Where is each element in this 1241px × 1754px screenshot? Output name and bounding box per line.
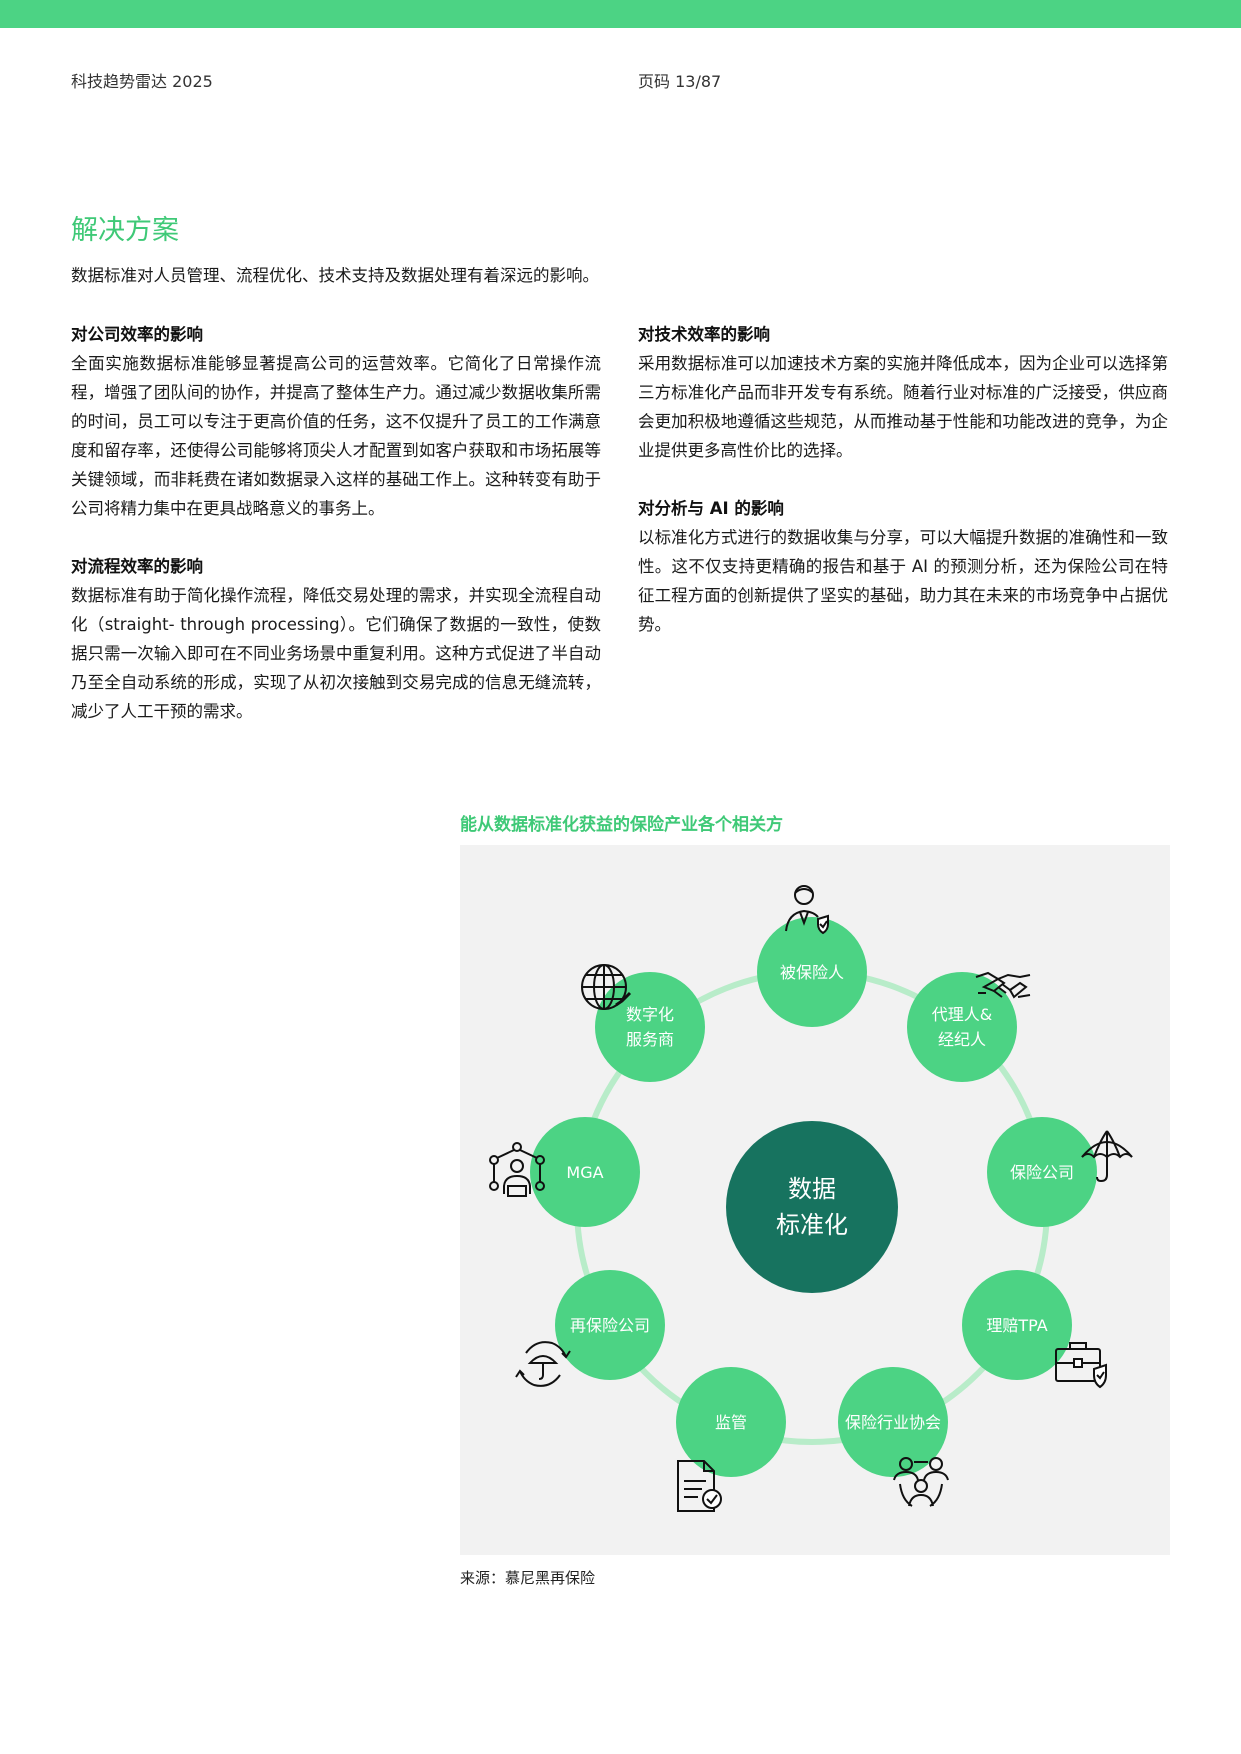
person-shield-icon <box>778 879 836 937</box>
people-group-icon <box>892 1452 950 1510</box>
center-node-data-standardization: 数据 标准化 <box>726 1121 898 1293</box>
block-body: 数据标准有助于简化操作流程，降低交易处理的需求，并实现全流程自动化（straig… <box>71 586 601 721</box>
company-efficiency-block: 对公司效率的影响 全面实施数据标准能够显著提高公司的运营效率。它简化了日常操作流… <box>71 320 601 523</box>
tech-efficiency-block: 对技术效率的影响 采用数据标准可以加速技术方案的实施并降低成本，因为企业可以选择… <box>638 320 1168 465</box>
left-column: 对公司效率的影响 全面实施数据标准能够显著提高公司的运营效率。它简化了日常操作流… <box>71 320 601 755</box>
right-column: 对技术效率的影响 采用数据标准可以加速技术方案的实施并降低成本，因为企业可以选择… <box>638 320 1168 668</box>
block-body: 全面实施数据标准能够显著提高公司的运营效率。它简化了日常操作流程，增强了团队间的… <box>71 354 601 518</box>
node-regulator: 监管 <box>676 1367 786 1477</box>
report-title: 科技趋势雷达 2025 <box>71 72 213 91</box>
stakeholder-diagram: 数据 标准化 被保险人 代理人& 经纪人 保险公司 理赔TPA 保险行业协会 监… <box>460 845 1170 1555</box>
node-insurer: 保险公司 <box>987 1117 1097 1227</box>
node-insured: 被保险人 <box>757 917 867 1027</box>
figure-source: 来源：慕尼黑再保险 <box>460 1569 596 1587</box>
node-industry-association: 保险行业协会 <box>838 1367 948 1477</box>
umbrella-icon <box>1078 1127 1136 1185</box>
figure-title: 能从数据标准化获益的保险产业各个相关方 <box>460 815 783 835</box>
block-heading: 对分析与 AI 的影响 <box>638 499 784 518</box>
analytics-ai-block: 对分析与 AI 的影响 以标准化方式进行的数据收集与分享，可以大幅提升数据的准确… <box>638 494 1168 639</box>
briefcase-shield-icon <box>1052 1335 1110 1393</box>
block-body: 采用数据标准可以加速技术方案的实施并降低成本，因为企业可以选择第三方标准化产品而… <box>638 354 1168 460</box>
node-digital-provider: 数字化 服务商 <box>595 972 705 1082</box>
node-mga: MGA <box>530 1117 640 1227</box>
node-reinsurer: 再保险公司 <box>555 1270 665 1380</box>
top-accent-bar <box>0 0 1241 28</box>
section-intro: 数据标准对人员管理、流程优化、技术支持及数据处理有着深远的影响。 <box>71 266 599 285</box>
network-person-icon <box>488 1142 546 1200</box>
block-heading: 对流程效率的影响 <box>71 557 203 576</box>
block-body: 以标准化方式进行的数据收集与分享，可以大幅提升数据的准确性和一致性。这不仅支持更… <box>638 528 1168 634</box>
globe-icon <box>578 961 636 1019</box>
document-check-icon <box>672 1457 730 1515</box>
process-efficiency-block: 对流程效率的影响 数据标准有助于简化操作流程，降低交易处理的需求，并实现全流程自… <box>71 552 601 726</box>
umbrella-cycle-icon <box>514 1335 572 1393</box>
block-heading: 对技术效率的影响 <box>638 325 770 344</box>
page-number: 页码 13/87 <box>638 72 722 91</box>
node-agents-brokers: 代理人& 经纪人 <box>907 972 1017 1082</box>
section-title: 解决方案 <box>71 215 179 246</box>
block-heading: 对公司效率的影响 <box>71 325 203 344</box>
node-claims-tpa: 理赔TPA <box>962 1270 1072 1380</box>
handshake-icon <box>974 957 1032 1015</box>
